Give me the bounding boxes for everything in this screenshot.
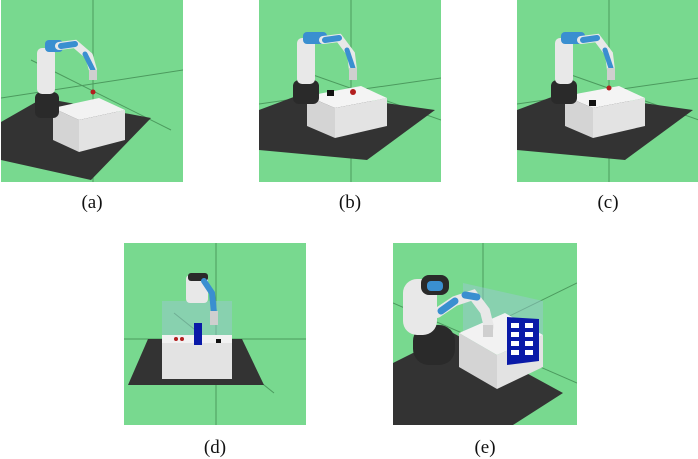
panel-c-caption: (c) <box>597 192 619 213</box>
panel-a-image <box>1 0 183 182</box>
panel-e-image <box>393 243 577 425</box>
push-scene <box>259 0 441 182</box>
pick-and-place-scene <box>517 0 698 182</box>
reach-scene <box>1 0 183 182</box>
panel-e-caption: (e) <box>474 437 496 458</box>
panel-b-image <box>259 0 441 182</box>
panel-d-image <box>124 243 306 425</box>
bin-placement-scene <box>393 243 577 425</box>
panel-a-caption: (a) <box>81 192 103 213</box>
sorting-scene <box>124 243 306 425</box>
panel-c-image <box>517 0 698 182</box>
panel-d-caption: (d) <box>203 437 227 458</box>
panel-b-caption: (b) <box>338 192 362 213</box>
